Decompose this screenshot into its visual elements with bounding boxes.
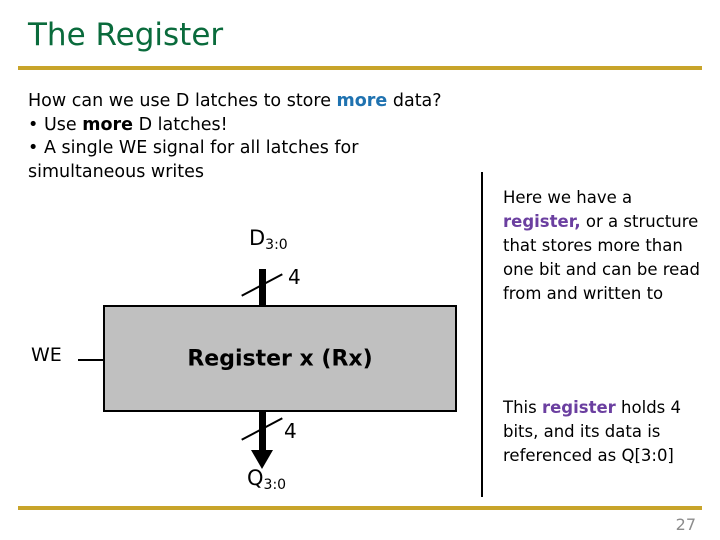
sidebar-p2-after: holds 4 bits, and its data is referenced…: [503, 398, 682, 465]
intro-line: How can we use D latches to store more d…: [28, 90, 478, 114]
bullet-1-text-after: D latches!: [133, 114, 228, 135]
bullet-item-2: •A single WE signal for all latches for …: [28, 137, 478, 184]
title-divider-rule: [18, 66, 702, 70]
write-enable-label: WE: [31, 344, 62, 366]
output-port-label: Q3:0: [247, 466, 287, 493]
intro-text-before: How can we use D latches to store: [28, 91, 337, 111]
bullet-1-text-before: Use: [44, 114, 83, 135]
sidebar-p1-before: Here we have a: [503, 188, 633, 207]
register-block: Register x (Rx): [103, 305, 457, 412]
sidebar-p1-after: or a structure that stores more than one…: [503, 212, 700, 303]
register-diagram: D3:0 4 Register x (Rx) WE 4 Q3:0: [31, 226, 457, 493]
page-number: 27: [675, 515, 696, 534]
input-bus-wire: [259, 269, 266, 307]
input-port-subscript: 3:0: [265, 237, 288, 253]
bullet-marker-icon: •: [28, 114, 39, 135]
body-text-block: How can we use D latches to store more d…: [28, 90, 478, 184]
output-port-subscript: 3:0: [263, 477, 287, 493]
output-bus-width-label: 4: [284, 419, 297, 443]
sidebar-p2-before: This: [503, 398, 542, 417]
sidebar-p2-highlight-register: register: [541, 398, 616, 417]
sidebar-divider: [481, 172, 483, 497]
page-title: The Register: [28, 17, 224, 53]
input-port-label: D3:0: [249, 226, 288, 253]
sidebar-paragraph-1: Here we have a register, or a structure …: [503, 186, 708, 306]
write-enable-wire: [78, 359, 105, 361]
output-port-name: Q: [247, 466, 264, 490]
intro-highlight-more: more: [336, 91, 388, 111]
bullet-1-highlight-more: more: [82, 114, 134, 135]
bullet-item-1: •Use more D latches!: [28, 114, 478, 138]
output-arrowhead-icon: [251, 450, 273, 469]
bullet-marker-icon: •: [28, 138, 39, 158]
input-bus-width-label: 4: [288, 265, 301, 289]
register-block-label: Register x (Rx): [187, 346, 373, 371]
bullet-2-text: A single WE signal for all latches for s…: [28, 138, 359, 182]
footer-divider-rule: [18, 506, 702, 510]
sidebar-p1-highlight-register: register,: [503, 212, 581, 231]
sidebar-paragraph-2: This register holds 4 bits, and its data…: [503, 396, 708, 468]
input-port-name: D: [249, 226, 266, 250]
intro-text-after: data?: [387, 91, 442, 111]
output-bus-wire: [259, 412, 266, 454]
